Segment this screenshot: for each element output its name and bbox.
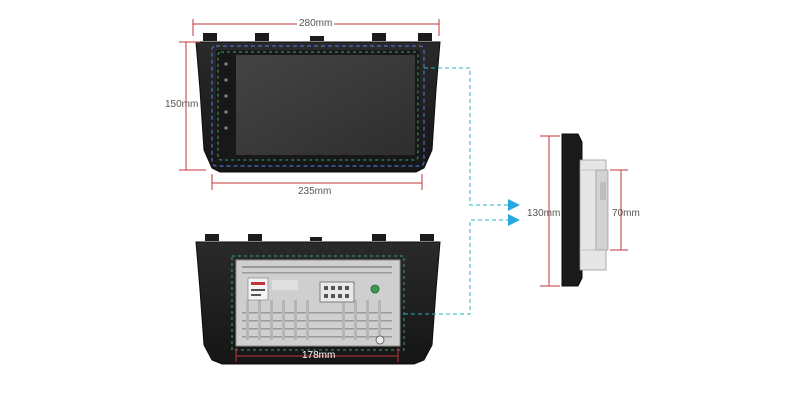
volume-down-button-icon: [224, 126, 228, 130]
rear-mount-tab: [310, 237, 322, 241]
front-height-dimension: [179, 41, 206, 171]
screen-width-dimension: [211, 174, 423, 190]
arrow-right-icon: [508, 199, 520, 211]
rear-info-plate: [272, 280, 298, 290]
rear-mount-tab: [372, 234, 386, 241]
arrow-right-icon: [508, 214, 520, 226]
rear-outline-dashed: [231, 255, 405, 351]
rear-width-label: 178mm: [302, 350, 336, 361]
top-mount-tab: [372, 33, 386, 41]
side-depth-height-label: 70mm: [612, 208, 640, 219]
rear-width-dimension: [235, 348, 399, 362]
side-bezel: [561, 133, 583, 287]
side-port-block: [600, 182, 606, 200]
side-height-label: 130mm: [527, 208, 561, 219]
chassis-vents: [242, 266, 392, 338]
side-height-dimension: [540, 135, 560, 287]
top-mount-tab: [203, 33, 217, 41]
side-depth-height-dimension: [610, 169, 628, 251]
home-button-icon: [224, 78, 228, 82]
antenna-socket-icon: [370, 284, 380, 294]
top-mount-tab: [310, 36, 324, 41]
screw-icon: [375, 335, 385, 345]
connector-lines: [404, 67, 508, 315]
screen-width-label: 235mm: [298, 186, 332, 197]
port-pins: [324, 286, 349, 298]
front-view-unit: [195, 33, 441, 173]
screen-outline-dashed: [211, 45, 425, 167]
front-to-side-connector: [424, 67, 508, 206]
rear-to-side-connector: [404, 219, 508, 315]
front-height-label: 150mm: [165, 99, 199, 110]
rear-mount-tab: [248, 234, 262, 241]
chassis-fins: [246, 300, 381, 340]
top-mount-tab: [418, 33, 432, 41]
front-width-label: 280mm: [297, 18, 335, 30]
rear-chassis: [235, 259, 401, 347]
top-mount-tab: [255, 33, 269, 41]
sticker-text-line: [251, 289, 265, 291]
rear-mount-tab: [205, 234, 219, 241]
sticker-text-line: [251, 294, 261, 296]
side-view-unit: [561, 133, 609, 287]
power-button-icon: [224, 62, 228, 66]
touch-screen: [236, 55, 415, 155]
volume-up-button-icon: [224, 110, 228, 114]
back-button-icon: [224, 94, 228, 98]
wiring-harness-port: [319, 281, 355, 303]
rear-view-unit: [195, 234, 441, 365]
rear-mount-tab: [420, 234, 434, 241]
sticker-red-stripe: [251, 282, 265, 285]
front-inner-outline-dashed: [217, 51, 419, 161]
